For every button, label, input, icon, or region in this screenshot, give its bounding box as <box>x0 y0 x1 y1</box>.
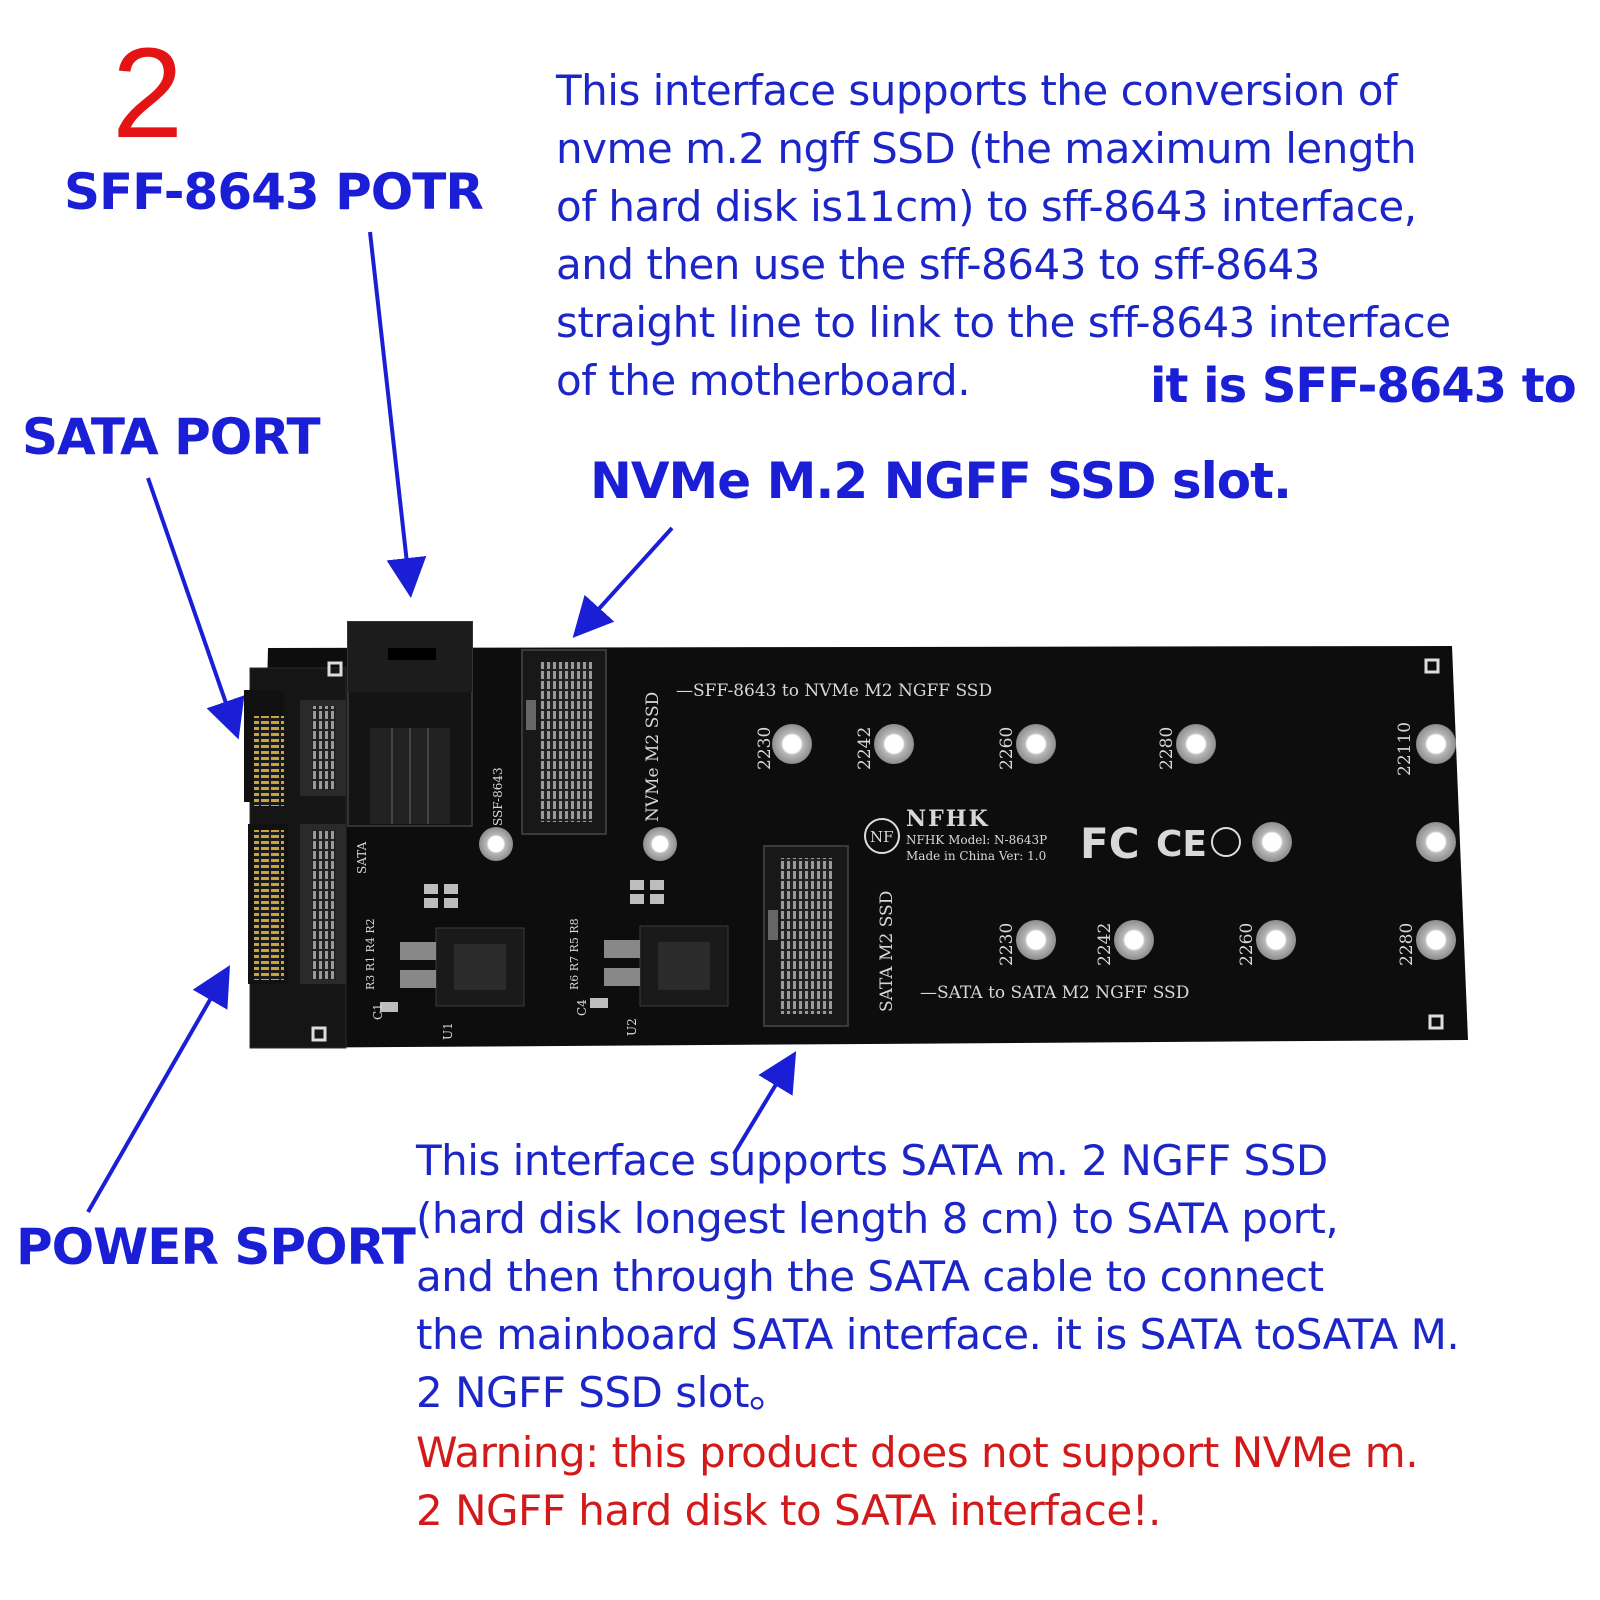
nvme-description: This interface supports the conversion o… <box>556 62 1451 410</box>
nf-logo-text: NF <box>870 828 894 846</box>
nvme-slot-label: NVMe M.2 NGFF SSD slot. <box>590 452 1292 510</box>
arrow-sata-port <box>146 477 245 740</box>
arrow-sata-slot <box>732 1051 797 1156</box>
size-mark: 2260 <box>997 727 1017 770</box>
sata-connector <box>244 667 347 1049</box>
ssf-label: SSF-8643 <box>491 767 505 826</box>
figure-number: 2 <box>112 22 184 165</box>
nvme-description-suffix: it is SFF-8643 to <box>1150 358 1577 414</box>
voltage-regulator-u2 <box>604 925 729 1007</box>
sff-8643-connector <box>347 621 473 827</box>
sata-description-line: 2 NGFF SSD slot。 <box>416 1368 791 1417</box>
u1-label: U1 <box>441 1022 455 1040</box>
sata-vertical-label: SATA M2 SSD <box>877 891 897 1012</box>
sata-description-line: (hard disk longest length 8 cm) to SATA … <box>416 1194 1339 1243</box>
size-mark: 2230 <box>755 727 775 770</box>
recycle-icon <box>1211 827 1241 857</box>
model-line-1: NFHK Model: N-8643P <box>906 833 1047 847</box>
smd-components <box>380 880 664 1012</box>
mounting-holes <box>479 724 1456 960</box>
ce-logo: CE <box>1156 824 1207 865</box>
nvme-description-line: This interface supports the conversion o… <box>556 66 1398 115</box>
top-silkscreen: —SFF-8643 to NVMe M2 NGFF SSD <box>676 681 992 701</box>
c1-label: C1 <box>371 1003 385 1020</box>
sata-description-line: the mainboard SATA interface. it is SATA… <box>416 1310 1460 1359</box>
nvme-description-line: of the motherboard. <box>556 356 971 405</box>
arrow-sff-port <box>368 231 427 598</box>
resistor-labels-left: R3 R1 R4 R2 <box>364 918 377 990</box>
sata-board-label: SATA <box>355 841 369 874</box>
voltage-regulator-u1 <box>400 927 525 1007</box>
size-markings: 2230 2242 2260 2280 22110 2230 2242 2260… <box>755 722 1417 966</box>
resistor-labels-right: R6 R7 R5 R8 <box>568 918 581 990</box>
warning-line: 2 NGFF hard disk to SATA interface!. <box>416 1486 1161 1535</box>
model-line-2: Made in China Ver: 1.0 <box>906 849 1046 863</box>
power-port-label: POWER SPORT <box>16 1218 416 1276</box>
nvme-description-line: nvme m.2 ngff SSD (the maximum length <box>556 124 1417 173</box>
nvme-description-line: and then use the sff-8643 to sff-8643 <box>556 240 1320 289</box>
size-mark: 2280 <box>1157 727 1177 770</box>
size-mark: 2242 <box>1095 923 1115 966</box>
brand-label: NFHK <box>906 806 990 832</box>
size-mark: 2260 <box>1237 923 1257 966</box>
nvme-description-line: of hard disk is11cm) to sff-8643 interfa… <box>556 182 1417 231</box>
corner-marks <box>311 658 1444 1042</box>
nvme-vertical-label: NVMe M2 SSD <box>643 692 663 822</box>
warning-text: Warning: this product does not support N… <box>416 1424 1419 1540</box>
sata-description-line: This interface supports SATA m. 2 NGFF S… <box>416 1136 1328 1185</box>
warning-line: Warning: this product does not support N… <box>416 1428 1419 1477</box>
c4-label: C4 <box>575 999 589 1016</box>
sata-port-label: SATA PORT <box>22 408 321 466</box>
size-mark: 2242 <box>855 727 875 770</box>
sata-description: This interface supports SATA m. 2 NGFF S… <box>416 1132 1460 1422</box>
fcc-logo: FC <box>1080 819 1140 868</box>
sata-description-line: and then through the SATA cable to conne… <box>416 1252 1324 1301</box>
size-mark: 22110 <box>1395 722 1415 776</box>
bottom-silkscreen: —SATA to SATA M2 NGFF SSD <box>920 983 1189 1003</box>
sata-m2-slot <box>763 845 849 1027</box>
sff-8643-port-label: SFF-8643 POTR <box>64 163 484 221</box>
nvme-description-line: straight line to link to the sff-8643 in… <box>556 298 1451 347</box>
size-mark: 2280 <box>1397 923 1417 966</box>
arrow-power-port <box>86 965 230 1213</box>
arrow-nvme-slot <box>572 526 674 638</box>
nf-logo: NF <box>864 818 900 854</box>
u2-label: U2 <box>625 1018 639 1036</box>
nvme-m2-slot <box>521 649 607 835</box>
size-mark: 2230 <box>997 923 1017 966</box>
